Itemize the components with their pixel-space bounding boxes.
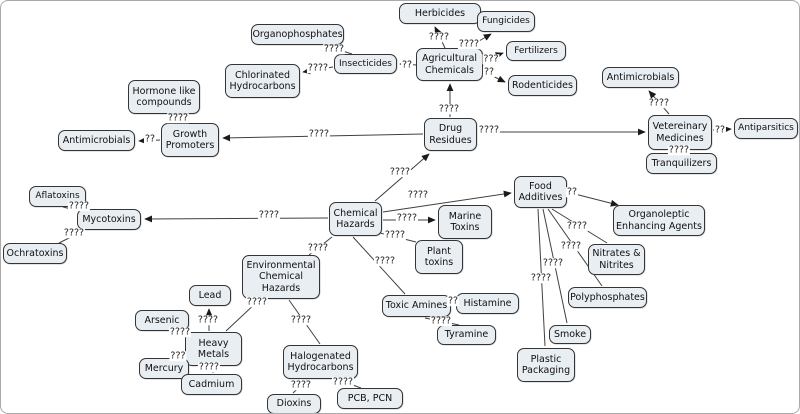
node-marine-toxins[interactable]: Marine Toxins — [438, 205, 492, 239]
edge-label-heavymetals-lead[interactable]: ???? — [196, 314, 220, 326]
node-antimicrobials-left[interactable]: Antimicrobials — [58, 130, 135, 151]
edge-label-mycotoxins-ochratoxins[interactable]: ???? — [62, 227, 86, 239]
node-antimicrobials-top[interactable]: Antimicrobials — [602, 67, 679, 88]
node-smoke[interactable]: Smoke — [549, 325, 591, 344]
node-fungicides[interactable]: Fungicides — [477, 11, 535, 32]
edge-label-foodadditives-organoleptic[interactable]: ?? — [565, 186, 579, 198]
node-dioxins[interactable]: Dioxins — [267, 394, 321, 413]
edge-label-chemhazards-drugresidues[interactable]: ???? — [388, 166, 412, 178]
edge-label-heavymetals-mercury[interactable]: ??? — [169, 350, 187, 362]
node-herbicides[interactable]: Herbicides — [399, 3, 481, 24]
node-hormone-like-compounds[interactable]: Hormone like compounds — [128, 80, 200, 114]
edge-label-growthpromoters-hormone[interactable]: ???? — [166, 112, 190, 124]
edge-chemhazards-foodadditives — [382, 190, 512, 213]
node-agricultural-chemicals[interactable]: Agricultural Chemicals — [416, 48, 483, 81]
edge-label-insecticides-organophosphates[interactable]: ???? — [322, 43, 346, 55]
edge-label-chemhazards-marinetoxins[interactable]: ???? — [395, 212, 419, 224]
node-mercury[interactable]: Mercury — [139, 358, 189, 379]
edge-label-foodadditives-nitrates[interactable]: ???? — [565, 220, 589, 232]
node-polyphosphates[interactable]: Polyphosphates — [568, 287, 647, 308]
edge-label-veterinary-antimicrobials[interactable]: ???? — [647, 97, 671, 109]
edge-chemhazards-mycotoxins — [144, 215, 329, 223]
edge-label-insecticides-chlorinated[interactable]: ???? — [306, 62, 330, 74]
edge-label-foodadditives-smoke[interactable]: ???? — [541, 257, 565, 269]
node-histamine[interactable]: Histamine — [456, 293, 519, 314]
edge-label-chemhazards-foodadditives[interactable]: ???? — [406, 189, 430, 201]
node-toxic-amines[interactable]: Toxic Amines — [382, 295, 451, 317]
node-drug-residues[interactable]: Drug Residues — [424, 118, 477, 151]
node-organoleptic-enhancing-agents[interactable]: Organoleptic Enhancing Agents — [613, 205, 705, 236]
node-pcb-pcn[interactable]: PCB, PCN — [337, 388, 403, 409]
edge-label-foodadditives-polyphosphates[interactable]: ???? — [559, 240, 583, 252]
edge-label-agrichemicals-fungicides[interactable]: ???? — [457, 38, 481, 50]
node-environmental-chemical-hazards[interactable]: Environmental Chemical Hazards — [242, 255, 320, 299]
edge-label-toxicamines-histamine[interactable]: ?? — [446, 295, 460, 307]
node-mycotoxins[interactable]: Mycotoxins — [77, 209, 141, 230]
node-ochratoxins[interactable]: Ochratoxins — [3, 243, 67, 264]
edge-label-growthpromoters-antimicrobials[interactable]: ?? — [143, 133, 157, 145]
node-tyramine[interactable]: Tyramine — [437, 325, 496, 345]
node-antiparsitics[interactable]: Antiparsitics — [734, 118, 798, 139]
node-organophosphates[interactable]: Organophosphates — [251, 24, 344, 45]
edge-label-foodadditives-plastic[interactable]: ???? — [529, 272, 553, 284]
edge-label-agrichemicals-rodenticides[interactable]: ?? — [482, 66, 496, 78]
node-insecticides[interactable]: Insecticides — [334, 54, 397, 74]
edge-chemhazards-drugresidues — [374, 153, 430, 202]
node-halogenated-hydrocarbons[interactable]: Halogenated Hydrocarbons — [283, 345, 358, 379]
edge-label-mycotoxins-aflatoxins[interactable]: ???? — [67, 200, 91, 212]
edge-label-environmental-halogenated[interactable]: ???? — [289, 314, 313, 326]
node-veterinary-medicines[interactable]: Vetereinary Medicines — [648, 115, 712, 150]
edge-label-drugresidues-agrichemicals[interactable]: ???? — [437, 103, 461, 115]
node-plant-toxins[interactable]: Plant toxins — [415, 240, 463, 274]
edge-label-veterinary-antiparsitics[interactable]: ?? — [713, 124, 727, 136]
edge-label-veterinary-tranquilizers[interactable]: ???? — [667, 144, 691, 156]
edge-label-agrichemicals-insecticides[interactable]: ?? — [400, 59, 414, 71]
node-chlorinated-hydrocarbons[interactable]: Chlorinated Hydrocarbons — [225, 64, 300, 98]
node-growth-promoters[interactable]: Growth Promoters — [161, 123, 219, 157]
node-plastic-packaging[interactable]: Plastic Packaging — [517, 348, 575, 382]
edge-label-heavymetals-arsenic[interactable]: ???? — [168, 326, 192, 338]
edge-label-chemhazards-mycotoxins[interactable]: ???? — [257, 209, 281, 221]
edge-label-halogenated-dioxins[interactable]: ???? — [289, 379, 313, 391]
edge-label-halogenated-pcbpcn[interactable]: ???? — [331, 376, 355, 388]
edge-label-toxicamines-tyramine[interactable]: ???? — [429, 315, 453, 327]
edge-label-agrichemicals-herbicides[interactable]: ???? — [427, 31, 451, 43]
edge-label-heavymetals-cadmium[interactable]: ???? — [197, 361, 221, 373]
node-rodenticides[interactable]: Rodenticides — [508, 75, 577, 96]
node-fertilizers[interactable]: Fertilizers — [506, 41, 566, 61]
node-cadmium[interactable]: Cadmium — [181, 374, 242, 395]
node-nitrates-nitrites[interactable]: Nitrates & Nitrites — [588, 244, 645, 275]
node-food-additives[interactable]: Food Additives — [514, 176, 567, 208]
node-tranquilizers[interactable]: Tranquilizers — [646, 153, 717, 174]
edge-label-environmental-heavymetals[interactable]: ???? — [245, 296, 269, 308]
node-chemical-hazards[interactable]: Chemical Hazards — [329, 202, 382, 236]
node-arsenic[interactable]: Arsenic — [135, 310, 189, 331]
node-heavy-metals[interactable]: Heavy Metals — [185, 332, 242, 366]
edge-label-chemhazards-toxicamines[interactable]: ???? — [373, 255, 397, 267]
node-lead[interactable]: Lead — [189, 285, 231, 306]
edge-label-drugresidues-veterinary[interactable]: ???? — [477, 124, 501, 136]
edge-label-chemhazards-planttoxins[interactable]: ???? — [383, 229, 407, 241]
edge-label-agrichemicals-fertilizers[interactable]: ??? — [482, 53, 500, 65]
edge-label-drugresidues-growthpromoters[interactable]: ???? — [307, 128, 331, 140]
edge-label-chemhazards-environmental[interactable]: ???? — [306, 242, 330, 254]
